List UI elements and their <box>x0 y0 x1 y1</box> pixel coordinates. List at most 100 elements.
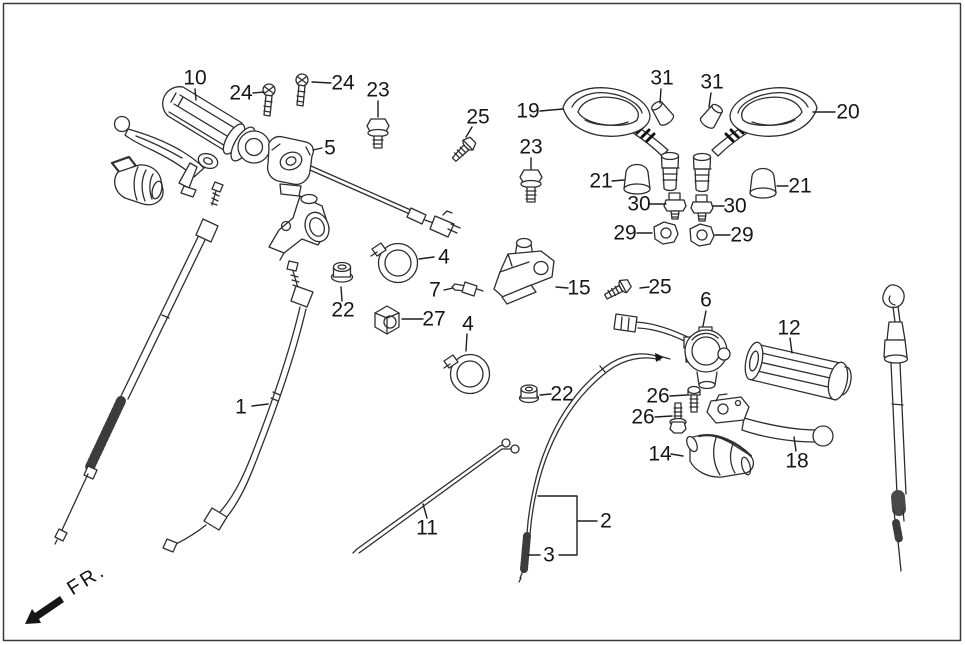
throttle-grip <box>162 86 271 164</box>
callout-label-11-32: 11 <box>416 516 438 540</box>
callout-label-22-26: 22 <box>550 382 574 406</box>
cable-pin <box>451 281 484 297</box>
callout-leader-11-32 <box>422 503 428 519</box>
choke-rod <box>352 438 520 554</box>
callout-label-23-5: 23 <box>519 135 543 159</box>
callout-label-31-8: 31 <box>700 70 724 94</box>
callout-leader-21-10 <box>611 179 625 182</box>
callout-leader-5-16 <box>312 147 323 151</box>
hex-nut-29-right <box>689 223 715 247</box>
callout-label-5-16: 5 <box>324 136 336 160</box>
mount-screw-25a <box>451 136 477 162</box>
callout-leader-lines <box>194 81 836 556</box>
grommet-lower <box>518 384 540 404</box>
callout-leader-26-28 <box>654 415 673 418</box>
callout-leader-31-7 <box>659 88 662 104</box>
cable-clamp-upper <box>370 242 419 284</box>
mirror-cap-right <box>699 103 724 129</box>
callout-label-20-9: 20 <box>836 100 860 124</box>
callout-label-1-31: 1 <box>235 395 247 419</box>
callout-label-3-34: 3 <box>543 543 555 567</box>
callout-leader-15-19 <box>555 286 569 289</box>
callout-label-22-21: 22 <box>331 298 355 322</box>
callout-label-4-23: 4 <box>462 312 474 336</box>
callout-leader-4-17 <box>418 256 435 260</box>
callout-leader-31-8 <box>708 92 712 108</box>
throttle-housing <box>266 135 461 238</box>
brake-cable-right <box>882 284 909 572</box>
callout-leader-1-31 <box>251 403 269 407</box>
clutch-lever <box>113 115 219 198</box>
callout-leader-24-1 <box>252 91 265 94</box>
callout-label-25-4: 25 <box>466 105 490 129</box>
callout-leader-4-23 <box>465 333 468 352</box>
mirror-right <box>692 87 818 193</box>
handlebar-bracket-15 <box>493 237 555 305</box>
grommet-upper <box>330 261 354 283</box>
callout-label-21-11: 21 <box>788 174 812 198</box>
callout-label-24-2: 24 <box>331 71 355 95</box>
hex-nut-27 <box>374 305 400 335</box>
callout-leader-25-20 <box>639 286 650 289</box>
left-grip <box>744 341 852 401</box>
flange-bolt-23b <box>519 169 543 203</box>
mirror-boot-right <box>749 167 777 199</box>
callout-leader-18-30 <box>793 436 797 452</box>
callout-label-26-28: 26 <box>631 405 655 429</box>
callout-leader-25-4 <box>465 126 473 138</box>
callout-label-31-7: 31 <box>650 66 674 90</box>
callout-leader-24-2 <box>311 81 332 84</box>
brake-cable-left <box>54 181 224 545</box>
callout-label-6-24: 6 <box>700 288 712 312</box>
callout-label-12-25: 12 <box>777 316 801 340</box>
callout-label-7-18: 7 <box>429 278 441 302</box>
callout-label-19-6: 19 <box>516 99 540 123</box>
callout-label-21-10: 21 <box>589 169 613 193</box>
handlebar-holder <box>268 193 330 261</box>
clutch-lever-boot <box>110 155 164 206</box>
callout-leader-22-21 <box>340 286 343 302</box>
callout-label-10-0: 10 <box>183 66 207 90</box>
mirror-left <box>562 87 680 192</box>
cable-clamp-lower <box>443 353 491 395</box>
lever-boot <box>686 434 755 478</box>
callout-leader-26-27 <box>669 394 688 397</box>
callout-leader-10-0 <box>194 88 197 101</box>
mount-screw-25b <box>604 279 632 300</box>
callout-label-27-22: 27 <box>422 307 446 331</box>
callout-leader-19-6 <box>539 108 564 112</box>
left-switch-housing <box>613 313 731 390</box>
callout-label-18-30: 18 <box>785 449 809 473</box>
callout-label-14-29: 14 <box>648 442 672 466</box>
callout-bracket-line-0 <box>537 495 578 556</box>
fr-arrow-icon <box>25 596 64 624</box>
callout-leader-7-18 <box>443 287 454 291</box>
callout-label-29-14: 29 <box>613 221 637 245</box>
callout-label-2-33: 2 <box>600 509 612 533</box>
callout-leader-6-24 <box>702 310 707 327</box>
grip-screw-right <box>295 73 309 107</box>
callout-leader-14-29 <box>670 453 684 457</box>
mirror-boot-left <box>623 163 651 195</box>
mirror-cap-left <box>650 100 675 126</box>
lever-screw-26b <box>669 402 687 434</box>
mirror-adapter-right <box>690 194 714 222</box>
clutch-cable <box>162 260 314 553</box>
callout-label-25-20: 25 <box>648 275 672 299</box>
brake-lever <box>706 393 834 447</box>
callout-label-30-12: 30 <box>627 192 651 216</box>
callout-leader-12-25 <box>789 337 793 354</box>
callout-label-30-13: 30 <box>723 194 747 218</box>
callout-leader-22-26 <box>539 393 552 396</box>
callout-label-23-3: 23 <box>366 78 390 102</box>
callout-label-24-1: 24 <box>229 81 253 105</box>
callout-label-15-19: 15 <box>567 276 591 300</box>
grip-screw-left <box>262 83 276 117</box>
callout-label-26-27: 26 <box>646 384 670 408</box>
throttle-cable <box>518 353 671 583</box>
hex-nut-29-left <box>653 221 679 245</box>
callout-label-29-15: 29 <box>730 223 754 247</box>
